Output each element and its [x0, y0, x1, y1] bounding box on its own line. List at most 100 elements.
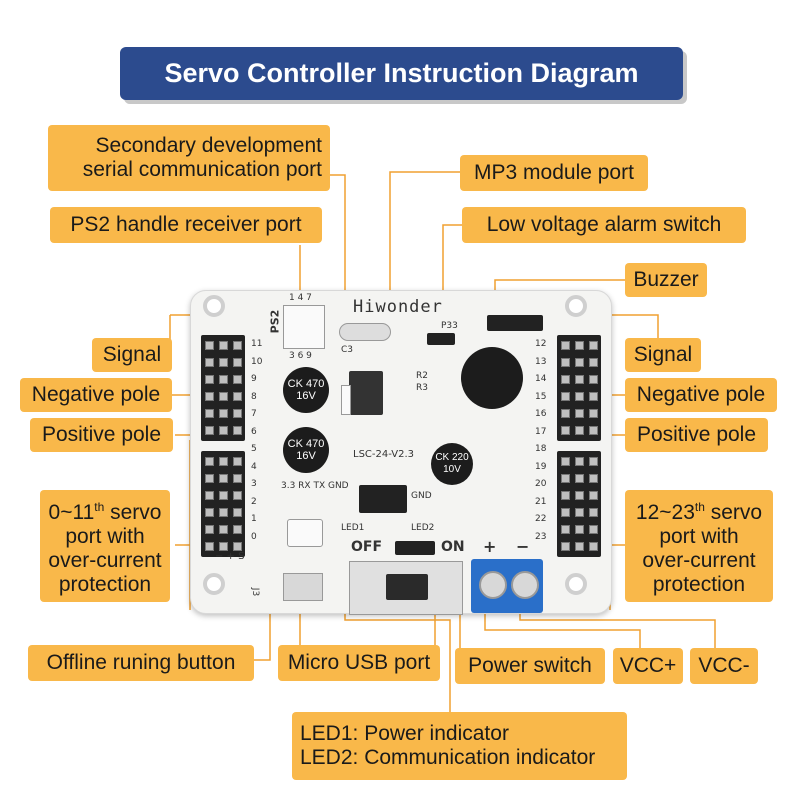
port-number: 9 [251, 374, 257, 384]
header-pin [589, 508, 598, 517]
plus-silk: + [483, 537, 497, 556]
header-pin [589, 542, 598, 551]
serial-header [359, 485, 407, 513]
label-low-voltage-switch: Low voltage alarm switch [462, 207, 746, 243]
power-terminal[interactable] [471, 559, 543, 613]
header-pin [205, 426, 214, 435]
header-pin [205, 508, 214, 517]
header-pin [561, 358, 570, 367]
port-number: 8 [251, 391, 257, 402]
ps2-bottom-nums: 3 6 9 [289, 351, 312, 361]
header-pin [219, 409, 228, 418]
port-number: 0 [251, 531, 257, 542]
port-number: 23 [535, 531, 547, 542]
label-vcc-minus: VCC- [690, 648, 758, 684]
label-micro-usb: Micro USB port [278, 645, 440, 681]
buzzer [461, 347, 523, 409]
label-signal-right: Signal [625, 338, 701, 372]
header-pin [561, 457, 570, 466]
terminal-screw-minus[interactable] [511, 571, 539, 599]
port-number: 13 [535, 356, 547, 367]
power-switch[interactable] [349, 561, 463, 615]
label-positive-left: Positive pole [30, 418, 173, 452]
label-offline-button: Offline runing button [28, 645, 254, 681]
header-pin [219, 491, 228, 500]
left-servo-header-bottom [201, 451, 245, 557]
header-pin [589, 457, 598, 466]
capacitor-1: CK 470 16V [283, 367, 329, 413]
port-number: 14 [535, 374, 547, 384]
port-number: 1 [251, 514, 257, 524]
header-pin [561, 542, 570, 551]
r2-silk: R2 [416, 371, 428, 381]
model-silk: LSC-24-V2.3 [353, 449, 415, 460]
port-number: 6 [251, 426, 257, 437]
label-right-servo-ports: 12~23th servo port with over-current pro… [625, 490, 773, 602]
header-pin [219, 392, 228, 401]
mount-hole-tl [203, 295, 225, 317]
port-number: 5 [251, 444, 257, 454]
ps2-silk: PS2 [268, 309, 282, 334]
low-voltage-jumper [427, 333, 455, 345]
on-silk: ON [441, 539, 465, 555]
header-pin [575, 375, 584, 384]
r3-silk: R3 [416, 383, 428, 393]
header-pin [575, 392, 584, 401]
header-pin [561, 491, 570, 500]
diagram-title: Servo Controller Instruction Diagram [120, 47, 683, 100]
header-pin [561, 409, 570, 418]
port-number: 20 [535, 479, 547, 489]
header-pin [561, 375, 570, 384]
header-pin [575, 409, 584, 418]
label-negative-right: Negative pole [625, 378, 777, 412]
port-number: 16 [535, 409, 547, 419]
port-number: 19 [535, 461, 547, 472]
header-pin [561, 508, 570, 517]
header-pin [575, 508, 584, 517]
left-servo-header-top [201, 335, 245, 441]
header-pin [561, 392, 570, 401]
power-switch-knob[interactable] [386, 574, 428, 600]
header-pin [233, 457, 242, 466]
j3-silk: J3 [250, 587, 261, 597]
header-pin [575, 491, 584, 500]
header-pin [205, 525, 214, 534]
header-pin [575, 341, 584, 350]
led2-silk: LED2 [411, 523, 435, 533]
header-pin [233, 525, 242, 534]
label-left-servo-ports: 0~11th servo port with over-current prot… [40, 490, 170, 602]
header-pin [561, 341, 570, 350]
header-pin [205, 542, 214, 551]
crystal-oscillator [339, 323, 391, 341]
label-leds: LED1: Power indicator LED2: Communicatio… [292, 712, 627, 780]
header-pin [233, 341, 242, 350]
mp3-header [487, 315, 543, 331]
mount-hole-bl [203, 573, 225, 595]
port-number: 22 [535, 514, 547, 524]
header-pin [233, 491, 242, 500]
header-pin [589, 426, 598, 435]
header-pin [589, 375, 598, 384]
label-positive-right: Positive pole [625, 418, 768, 452]
label-vcc-plus: VCC+ [613, 648, 683, 684]
header-pin [233, 542, 242, 551]
gnd-silk: GND [411, 491, 432, 501]
header-pin [589, 525, 598, 534]
right-servo-header-bottom [557, 451, 601, 557]
header-pin [575, 542, 584, 551]
header-pin [561, 525, 570, 534]
voltage-regulator [349, 371, 383, 415]
header-pin [561, 474, 570, 483]
terminal-screw-plus[interactable] [479, 571, 507, 599]
header-pin [589, 392, 598, 401]
header-pin [205, 358, 214, 367]
offline-run-button[interactable] [287, 519, 323, 547]
capacitor-3: CK 220 10V [431, 443, 473, 485]
header-pin [575, 358, 584, 367]
label-mp3-port: MP3 module port [460, 155, 648, 191]
header-pin [589, 491, 598, 500]
micro-usb-port[interactable] [283, 573, 323, 601]
mount-hole-tr [565, 295, 587, 317]
mount-hole-br [565, 573, 587, 595]
header-pin [575, 457, 584, 466]
